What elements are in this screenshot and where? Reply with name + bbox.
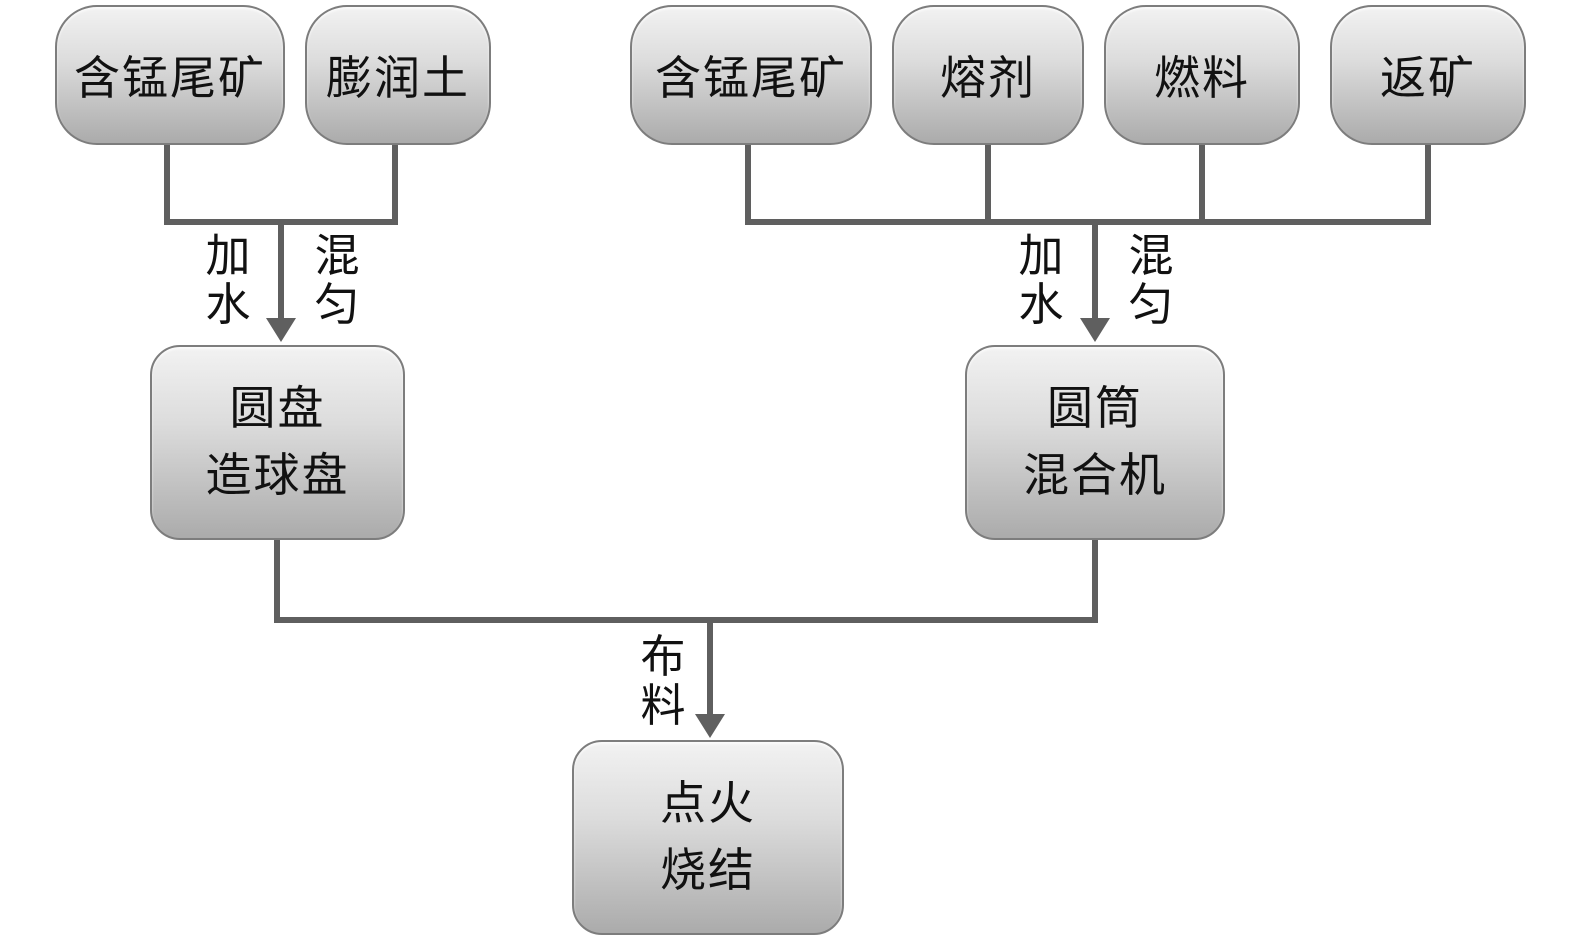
node-label: 含锰尾矿 <box>74 53 266 104</box>
node-label-multiline: 点火 烧结 <box>660 771 756 904</box>
node-label: 熔剂 <box>940 53 1036 104</box>
arrow-down-icon <box>266 318 296 342</box>
node-process-disc-pelletizer: 圆盘 造球盘 <box>150 345 405 540</box>
node-input-fuel: 燃料 <box>1104 5 1300 145</box>
connector-line <box>1425 145 1431 225</box>
connector-line <box>707 623 713 716</box>
node-input-return-ore: 返矿 <box>1330 5 1526 145</box>
connector-line <box>985 145 991 225</box>
connector-line <box>745 145 751 225</box>
connector-line <box>274 540 280 620</box>
edge-label-burden-distribution: 布料 <box>640 632 686 731</box>
node-label: 含锰尾矿 <box>655 53 847 104</box>
connector-line <box>274 617 1098 623</box>
node-label-line2: 造球盘 <box>205 449 350 501</box>
connector-line <box>1199 145 1205 225</box>
connector-line <box>1092 225 1098 320</box>
node-label-line2: 混合机 <box>1023 449 1167 501</box>
node-input-manganese-tailings-left: 含锰尾矿 <box>55 5 285 145</box>
node-label-line1: 圆筒 <box>1047 382 1143 434</box>
node-input-manganese-tailings-right: 含锰尾矿 <box>630 5 872 145</box>
node-label-line1: 点火 <box>660 777 756 829</box>
arrow-down-icon <box>695 714 725 738</box>
node-label-line2: 烧结 <box>660 844 756 896</box>
edge-label-mix-right: 混匀 <box>1128 231 1174 330</box>
arrow-down-icon <box>1080 318 1110 342</box>
node-label-multiline: 圆筒 混合机 <box>1023 376 1167 509</box>
connector-line <box>1092 540 1098 620</box>
edge-label-mix-left: 混匀 <box>314 231 360 330</box>
connector-line <box>278 225 284 320</box>
connector-line <box>164 145 170 223</box>
node-label: 膨润土 <box>326 53 470 104</box>
node-input-bentonite: 膨润土 <box>305 5 491 145</box>
node-process-ignition-sintering: 点火 烧结 <box>572 740 844 935</box>
node-label-line1: 圆盘 <box>229 382 326 434</box>
connector-line <box>745 219 1431 225</box>
node-input-flux: 熔剂 <box>892 5 1084 145</box>
node-label: 燃料 <box>1154 53 1250 104</box>
connector-line <box>164 219 398 225</box>
node-process-drum-mixer: 圆筒 混合机 <box>965 345 1225 540</box>
node-label: 返矿 <box>1380 53 1476 104</box>
edge-label-add-water-right: 加水 <box>1018 231 1064 330</box>
edge-label-add-water-left: 加水 <box>205 231 251 330</box>
node-label-multiline: 圆盘 造球盘 <box>206 376 350 509</box>
connector-line <box>392 145 398 223</box>
